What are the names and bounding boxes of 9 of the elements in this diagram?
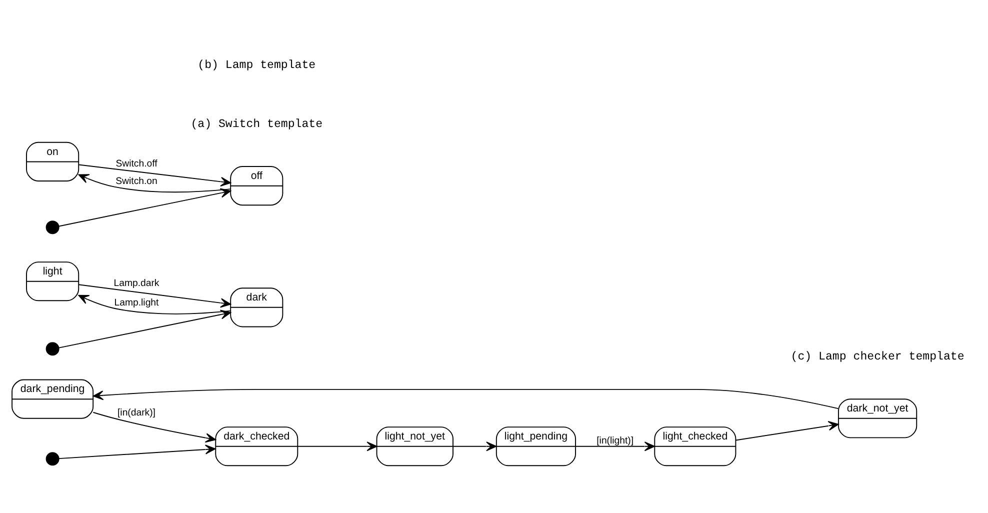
edge-label: [in(light)] — [596, 434, 634, 446]
edge-label: Lamp.light — [114, 296, 159, 308]
edge-label: Lamp.dark — [114, 278, 160, 289]
label: (c) Lamp checker template — [790, 350, 964, 364]
label: (b) Lamp template — [198, 58, 316, 72]
edge-label: [in(dark)] — [118, 406, 156, 418]
edge-label: Switch.off — [116, 158, 158, 170]
label: (a) Switch template — [190, 118, 323, 131]
edge-label: Switch.on — [116, 175, 158, 186]
